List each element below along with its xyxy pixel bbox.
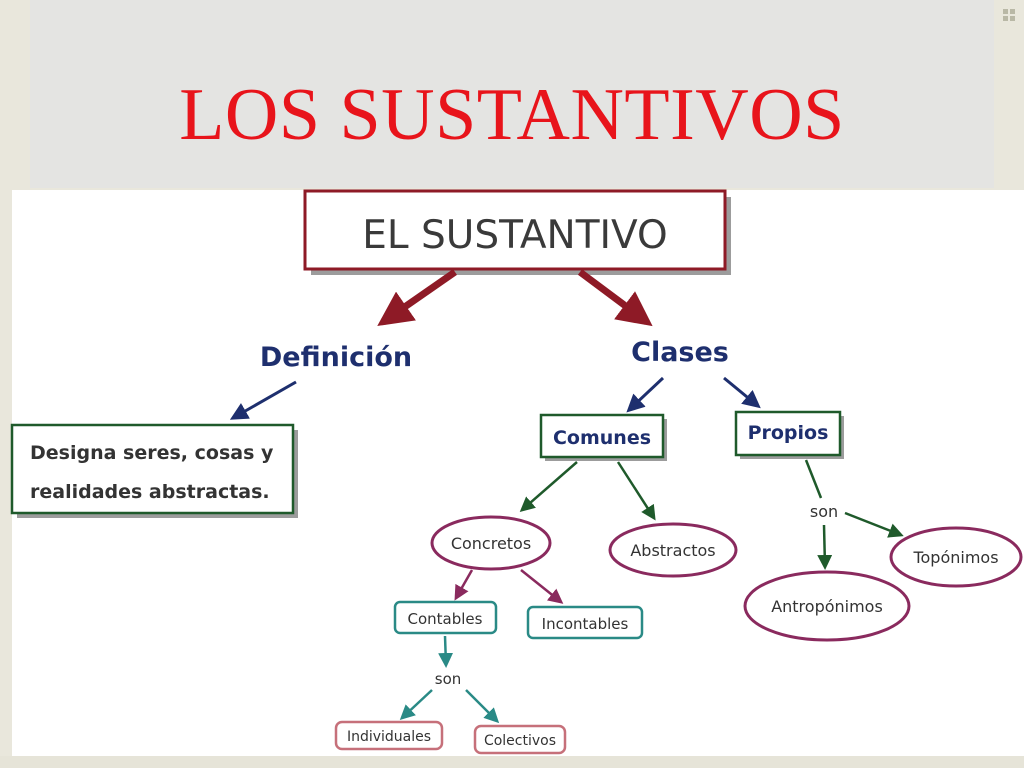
slide-title: LOS SUSTANTIVOS: [179, 74, 845, 156]
arrow-son-antroponimos: [817, 524, 833, 570]
title-band: [30, 0, 994, 188]
node-contables-label: Contables: [408, 610, 483, 628]
node-toponimos: Topónimos: [889, 526, 1023, 588]
arrow-clases-comunes: [626, 376, 665, 413]
label-son-propios: son: [810, 502, 838, 521]
node-propios-label: Propios: [748, 422, 829, 444]
diamond-bullet-icon: [1003, 9, 1015, 21]
arrow-comunes-concretos: [519, 461, 578, 512]
arrow-definicion-text: [229, 380, 297, 420]
arrow-comunes-abstractos: [616, 461, 656, 521]
node-comunes-label: Comunes: [553, 427, 651, 449]
arrow-root-clases: [577, 269, 653, 327]
definition-line-2: realidades abstractas.: [30, 481, 270, 503]
node-el-sustantivo-label: EL SUSTANTIVO: [362, 213, 668, 258]
label-son-contables: son: [435, 670, 462, 688]
arrow-concretos-incontables: [520, 569, 564, 604]
arrow-contables-son: [438, 635, 454, 668]
node-incontables-label: Incontables: [542, 615, 629, 633]
definition-line-1: Designa seres, cosas y: [30, 442, 274, 464]
arrow-son-toponimos: [844, 511, 904, 538]
node-antroponimos-label: Antropónimos: [771, 597, 883, 616]
bottom-strip: [0, 756, 1024, 768]
arrow-clases-propios: [723, 376, 761, 409]
node-contables: Contables: [393, 600, 498, 635]
node-el-sustantivo: EL SUSTANTIVO: [303, 189, 731, 275]
arrow-son-colectivos: [465, 689, 500, 724]
connector-propios-son: [804, 459, 823, 499]
label-clases: Clases: [631, 337, 729, 368]
node-comunes: Comunes: [539, 413, 667, 461]
node-individuales-label: Individuales: [347, 729, 431, 745]
arrow-root-definicion: [377, 269, 457, 326]
node-toponimos-label: Topónimos: [912, 548, 998, 567]
node-individuales: Individuales: [334, 720, 444, 751]
node-propios: Propios: [734, 410, 844, 459]
node-definition-text: Designa seres, cosas y realidades abstra…: [10, 423, 298, 518]
node-incontables: Incontables: [526, 605, 644, 640]
node-antroponimos: Antropónimos: [743, 570, 911, 642]
arrow-concretos-contables: [454, 569, 474, 601]
node-colectivos: Colectivos: [473, 724, 567, 755]
node-concretos-label: Concretos: [451, 534, 531, 553]
node-concretos: Concretos: [430, 515, 552, 571]
node-abstractos: Abstractos: [608, 522, 738, 578]
node-abstractos-label: Abstractos: [630, 541, 715, 560]
node-colectivos-label: Colectivos: [484, 733, 556, 749]
arrow-son-individuales: [399, 689, 433, 721]
label-definicion: Definición: [260, 342, 412, 373]
